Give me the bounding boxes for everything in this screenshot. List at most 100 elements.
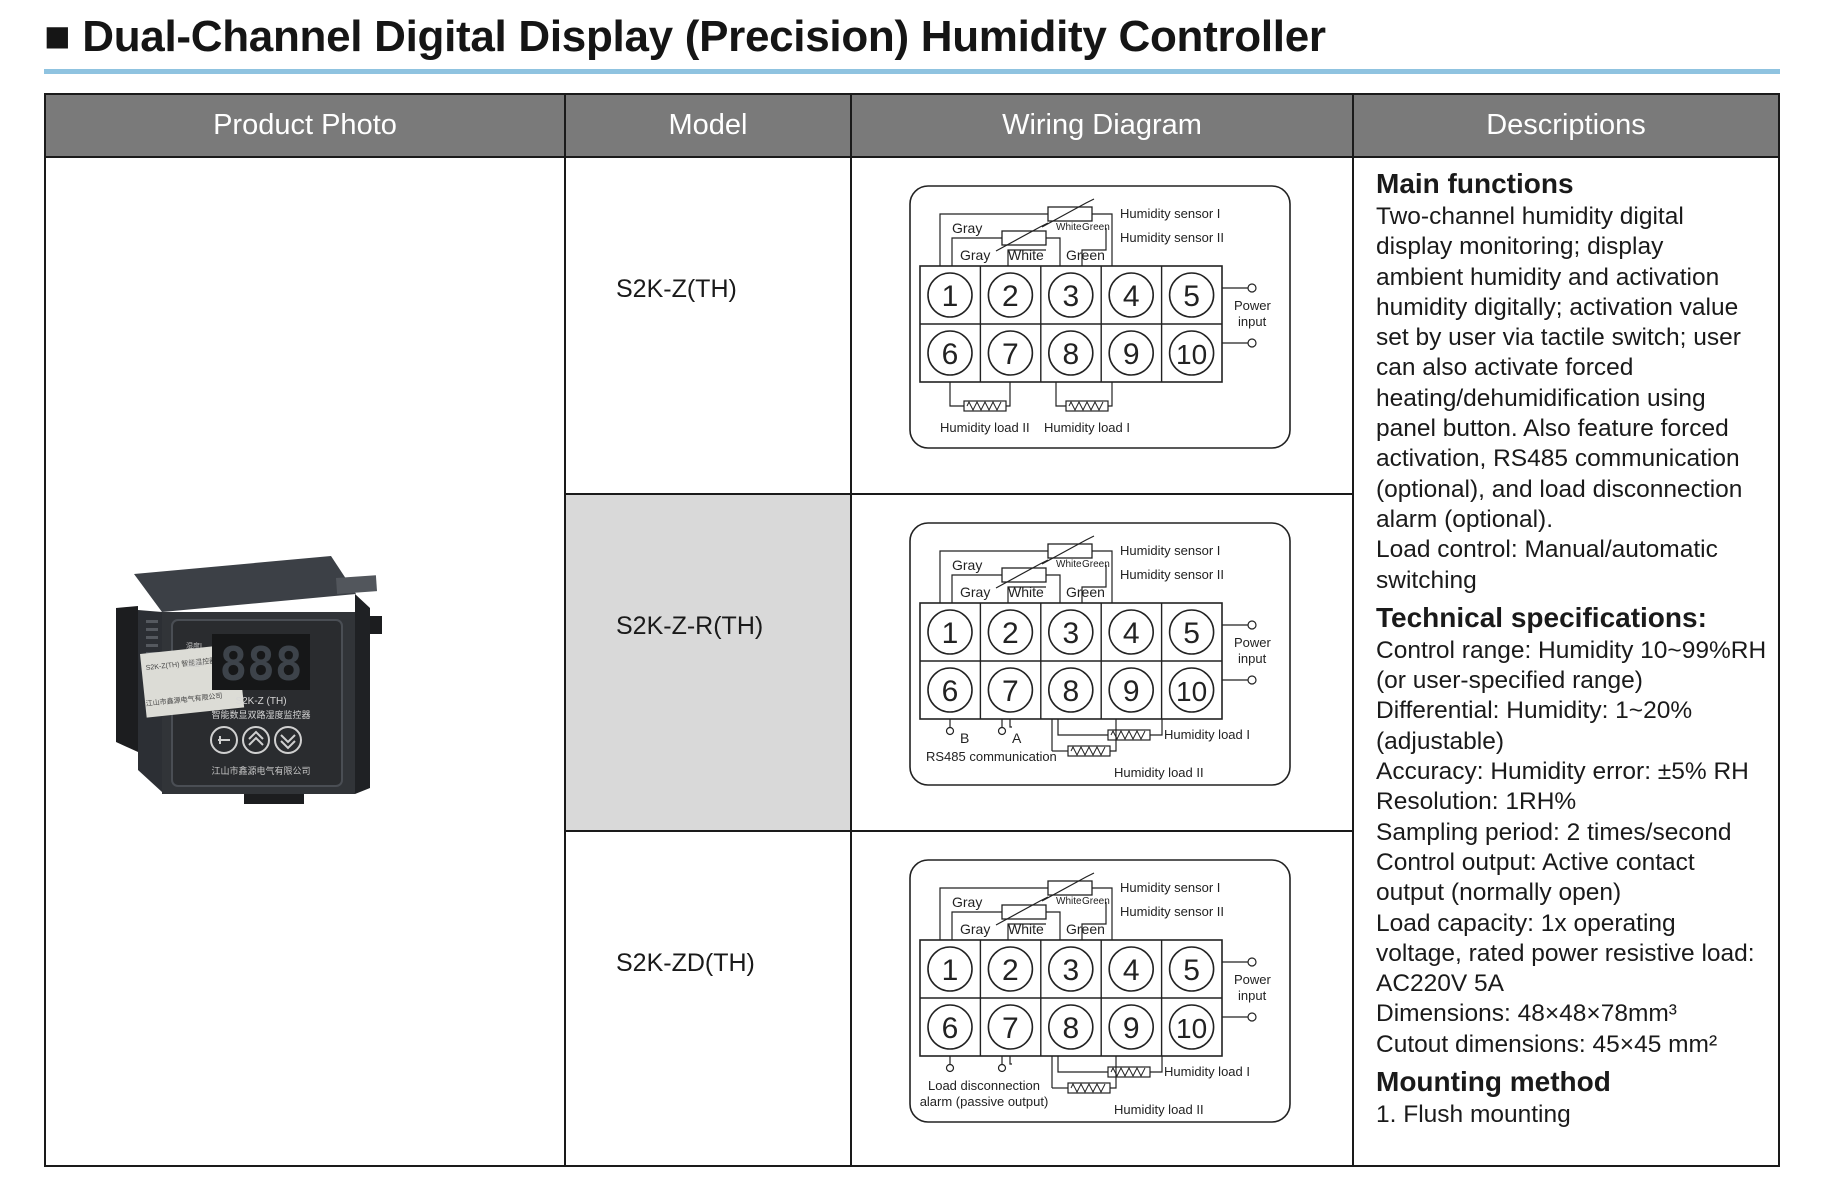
wire bbox=[949, 382, 964, 407]
resistor-zigzag bbox=[1110, 1066, 1146, 1078]
terminal-9-label: 9 bbox=[1123, 1012, 1140, 1045]
sensor-slash bbox=[995, 222, 1049, 252]
terminal-2-label: 2 bbox=[1002, 280, 1019, 313]
load-2-label: Humidity load II bbox=[1114, 765, 1204, 780]
terminal-3-icon bbox=[1048, 609, 1094, 655]
panel-maker: 江山市鑫源电气有限公司 bbox=[211, 765, 310, 776]
terminal-10-label: 10 bbox=[1176, 1013, 1207, 1044]
terminal-6-label: 6 bbox=[942, 1012, 959, 1045]
description-heading: Mounting method bbox=[1376, 1066, 1611, 1098]
description-line: (or user-specified range) bbox=[1376, 667, 1643, 695]
title-underline bbox=[44, 69, 1780, 74]
description-line: (optional), and load disconnection bbox=[1376, 475, 1743, 503]
resistor-zigzag bbox=[1070, 1082, 1106, 1094]
output-terminal-icon bbox=[997, 726, 1007, 736]
resistor-zigzag bbox=[1110, 729, 1146, 741]
wire bbox=[1009, 1056, 1012, 1065]
terminal-10-label: 10 bbox=[1176, 676, 1207, 707]
title-bullet-icon: ■ bbox=[44, 12, 71, 61]
wire bbox=[1081, 228, 1107, 266]
terminal-4-label: 4 bbox=[1123, 954, 1140, 987]
power-terminal-icon bbox=[1247, 1012, 1257, 1022]
humidity-sensor-1-icon bbox=[1047, 880, 1093, 896]
terminal-10-label: 10 bbox=[1176, 339, 1207, 370]
terminal-5-icon bbox=[1168, 609, 1215, 655]
humidity-sensor-2-icon bbox=[1001, 567, 1047, 583]
description-line: (adjustable) bbox=[1376, 727, 1505, 755]
terminal-6-label: 6 bbox=[942, 675, 959, 708]
description-line: Control range: Humidity 10~99%RH bbox=[1376, 636, 1767, 664]
terminal-9-label: 9 bbox=[1123, 675, 1140, 708]
model-label: S2K-Z-R(TH) bbox=[616, 612, 764, 640]
wire bbox=[1046, 911, 1061, 940]
terminal-6-label: 6 bbox=[942, 338, 959, 371]
wire-gray-label: Gray bbox=[952, 894, 982, 910]
rs485-a-label: A bbox=[1012, 730, 1022, 746]
load-2-label: Humidity load II bbox=[940, 420, 1030, 435]
panel-label-left-2: 湿度II bbox=[186, 659, 204, 668]
spec-table: Product Photo Model Wiring Diagram Descr… bbox=[44, 93, 1780, 1167]
description-line: Sampling period: 2 times/second bbox=[1376, 818, 1732, 846]
description-line: voltage, rated power resistive load: bbox=[1376, 939, 1755, 967]
wire-white-label: White bbox=[1056, 559, 1082, 570]
terminal-6-icon bbox=[927, 1004, 973, 1050]
wire-green-label: Green bbox=[1066, 921, 1105, 937]
header-descriptions: Descriptions bbox=[1354, 95, 1778, 156]
power-label: input bbox=[1238, 988, 1267, 1003]
wire bbox=[1081, 902, 1107, 940]
set-button-icon bbox=[210, 726, 238, 754]
sensor-slash bbox=[1041, 872, 1095, 902]
humidity-sensor-1-icon bbox=[1047, 206, 1093, 222]
terminal-4-icon bbox=[1108, 946, 1155, 992]
terminal-7-icon bbox=[987, 667, 1034, 713]
power-terminal-icon bbox=[1247, 338, 1257, 348]
terminal-5-label: 5 bbox=[1183, 280, 1200, 313]
terminal-3-label: 3 bbox=[1062, 954, 1079, 987]
wire bbox=[1110, 1056, 1117, 1089]
terminal-5-icon bbox=[1168, 272, 1215, 318]
wire-green-label: Green bbox=[1082, 896, 1110, 907]
sensor-2-label: Humidity sensor II bbox=[1120, 567, 1224, 582]
terminal-4-label: 4 bbox=[1123, 280, 1140, 313]
wire bbox=[1150, 719, 1163, 736]
description-line: Cutout dimensions: 45×45 mm² bbox=[1376, 1030, 1718, 1058]
wire bbox=[1046, 574, 1061, 603]
wire bbox=[1007, 923, 1046, 940]
rs485-b-label: B bbox=[960, 730, 969, 746]
product-photo-cell: S2K-Z(TH) 智能温控器 AC220V 江山市鑫源电气有限公司 888 湿… bbox=[46, 156, 564, 1165]
wire bbox=[1055, 382, 1066, 407]
description-line: activation, RS485 communication bbox=[1376, 445, 1740, 473]
page-header: ■ Dual-Channel Digital Display (Precisio… bbox=[42, 8, 1782, 74]
output-terminal-icon bbox=[997, 1063, 1007, 1073]
panel-label-left-1: 湿度I bbox=[186, 641, 202, 650]
wire-green-label: Green bbox=[1066, 584, 1105, 600]
model-label: S2K-ZD(TH) bbox=[616, 949, 755, 977]
terminal-1-label: 1 bbox=[942, 954, 959, 987]
wire-white-label: White bbox=[1008, 584, 1044, 600]
terminal-3-icon bbox=[1048, 946, 1094, 992]
description-line: ambient humidity and activation bbox=[1376, 263, 1720, 291]
header-product-photo: Product Photo bbox=[46, 95, 564, 156]
wire-gray-label: Gray bbox=[952, 220, 982, 236]
power-terminal-icon bbox=[1247, 620, 1257, 630]
wire bbox=[1009, 719, 1012, 728]
terminal-2-label: 2 bbox=[1002, 617, 1019, 650]
alarm-label: alarm (passive output) bbox=[920, 1094, 1049, 1109]
sensor-2-label: Humidity sensor II bbox=[1120, 230, 1224, 245]
terminal-1-label: 1 bbox=[942, 280, 959, 313]
terminal-10-icon bbox=[1168, 667, 1215, 713]
description-line: Differential: Humidity: 1~20% bbox=[1376, 697, 1693, 725]
sensor-1-label: Humidity sensor I bbox=[1120, 206, 1220, 221]
wire-white-label: White bbox=[1008, 921, 1044, 937]
model-row-1: S2K-Z(TH) bbox=[566, 158, 850, 493]
terminal-7-label: 7 bbox=[1002, 1012, 1019, 1045]
wire bbox=[1006, 382, 1011, 407]
description-line: Resolution: 1RH% bbox=[1376, 788, 1577, 816]
power-label: input bbox=[1238, 651, 1267, 666]
description-line: humidity digitally; activation value bbox=[1376, 293, 1739, 321]
column-divider bbox=[1352, 95, 1354, 1165]
title-label: Dual-Channel Digital Display (Precision)… bbox=[82, 12, 1326, 61]
